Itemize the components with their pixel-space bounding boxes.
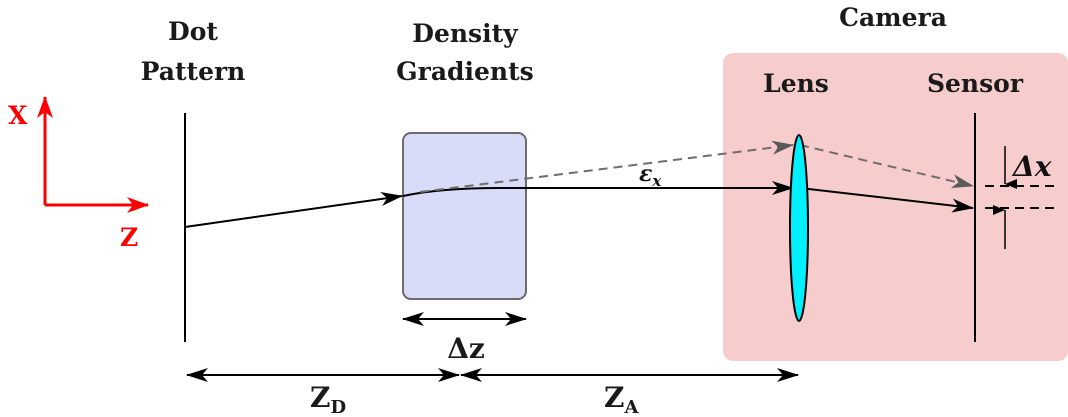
undeflected-dashed-ray (419, 140, 794, 193)
coordinate-axes: X Z (8, 96, 149, 252)
distance-dimensions: ZD ZA (186, 368, 799, 417)
lens-shape (789, 134, 809, 322)
dot-pattern-label-line2: Pattern (141, 57, 246, 86)
delta-x-dimension: Δx (985, 146, 1060, 249)
svg-text:ZD: ZD (310, 381, 346, 417)
deflected-ray-in-medium (402, 187, 501, 197)
z-a-main: Z (604, 381, 624, 414)
sensor-label: Sensor (927, 69, 1024, 98)
camera-box (723, 53, 1068, 361)
density-label-line2: Gradients (396, 57, 533, 86)
z-a-subscript: A (623, 397, 639, 417)
z-d-main: Z (310, 381, 330, 414)
epsilon-subscript: x (651, 172, 662, 190)
density-gradient-region (402, 132, 527, 300)
x-axis-label: X (8, 101, 28, 130)
incident-ray (184, 192, 403, 228)
delta-z-dimension: Δz (402, 312, 527, 365)
lens-label: Lens (763, 69, 829, 98)
svg-text:ZA: ZA (604, 381, 639, 417)
density-label-line1: Density (412, 19, 519, 48)
z-axis-label: Z (120, 223, 138, 252)
delta-z-label: Δz (447, 332, 485, 365)
epsilon-symbol: ε (639, 161, 652, 187)
z-d-subscript: D (330, 397, 346, 417)
deflection-angle-label: εx (639, 161, 662, 190)
dot-pattern-label-line1: Dot (168, 17, 218, 46)
svg-text:εx: εx (639, 161, 662, 190)
refracted-ray (799, 187, 974, 213)
camera-label: Camera (839, 3, 947, 32)
delta-x-label: Δx (1011, 150, 1052, 183)
